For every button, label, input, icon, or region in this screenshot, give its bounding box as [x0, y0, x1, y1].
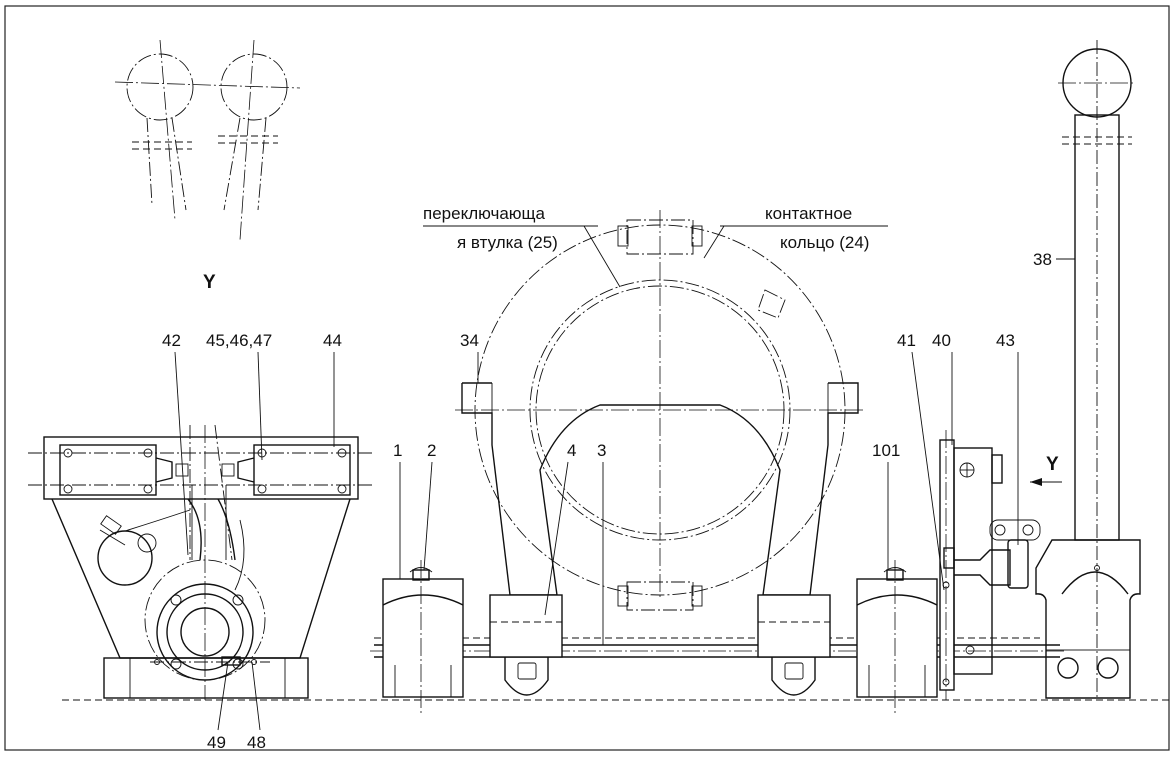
end-view-y	[28, 424, 372, 700]
label-1: 1	[393, 441, 402, 460]
left-callouts: 42 45,46,47 44 49 48	[162, 331, 342, 752]
sleeve-label-line1: переключающа	[423, 204, 546, 223]
label-4: 4	[567, 441, 576, 460]
label-34: 34	[460, 331, 479, 350]
label-45-46-47: 45,46,47	[206, 331, 272, 350]
main-side-view	[370, 40, 1141, 715]
label-48: 48	[247, 733, 266, 752]
label-49: 49	[207, 733, 226, 752]
main-callouts: 1 2 4 3 34 101 41 40 43 38	[393, 250, 1075, 645]
label-3: 3	[597, 441, 606, 460]
drawing-frame	[4, 5, 1170, 751]
label-2: 2	[427, 441, 436, 460]
arrow-y-label: Y	[1046, 454, 1059, 475]
label-44: 44	[323, 331, 342, 350]
sleeve-label-line2: я втулка (25)	[457, 233, 558, 252]
ring-label-line2: кольцо (24)	[780, 233, 869, 252]
ring-label-line1: контактное	[765, 204, 852, 223]
view-arrow-y: Y	[1030, 454, 1062, 486]
view-y-title: Y	[203, 272, 216, 293]
component-annotations: переключающа я втулка (25) контактное ко…	[423, 204, 888, 288]
label-101: 101	[872, 441, 900, 460]
label-41: 41	[897, 331, 916, 350]
label-38: 38	[1033, 250, 1052, 269]
label-40: 40	[932, 331, 951, 350]
label-43: 43	[996, 331, 1015, 350]
label-42: 42	[162, 331, 181, 350]
lever-positions-view	[114, 39, 301, 241]
